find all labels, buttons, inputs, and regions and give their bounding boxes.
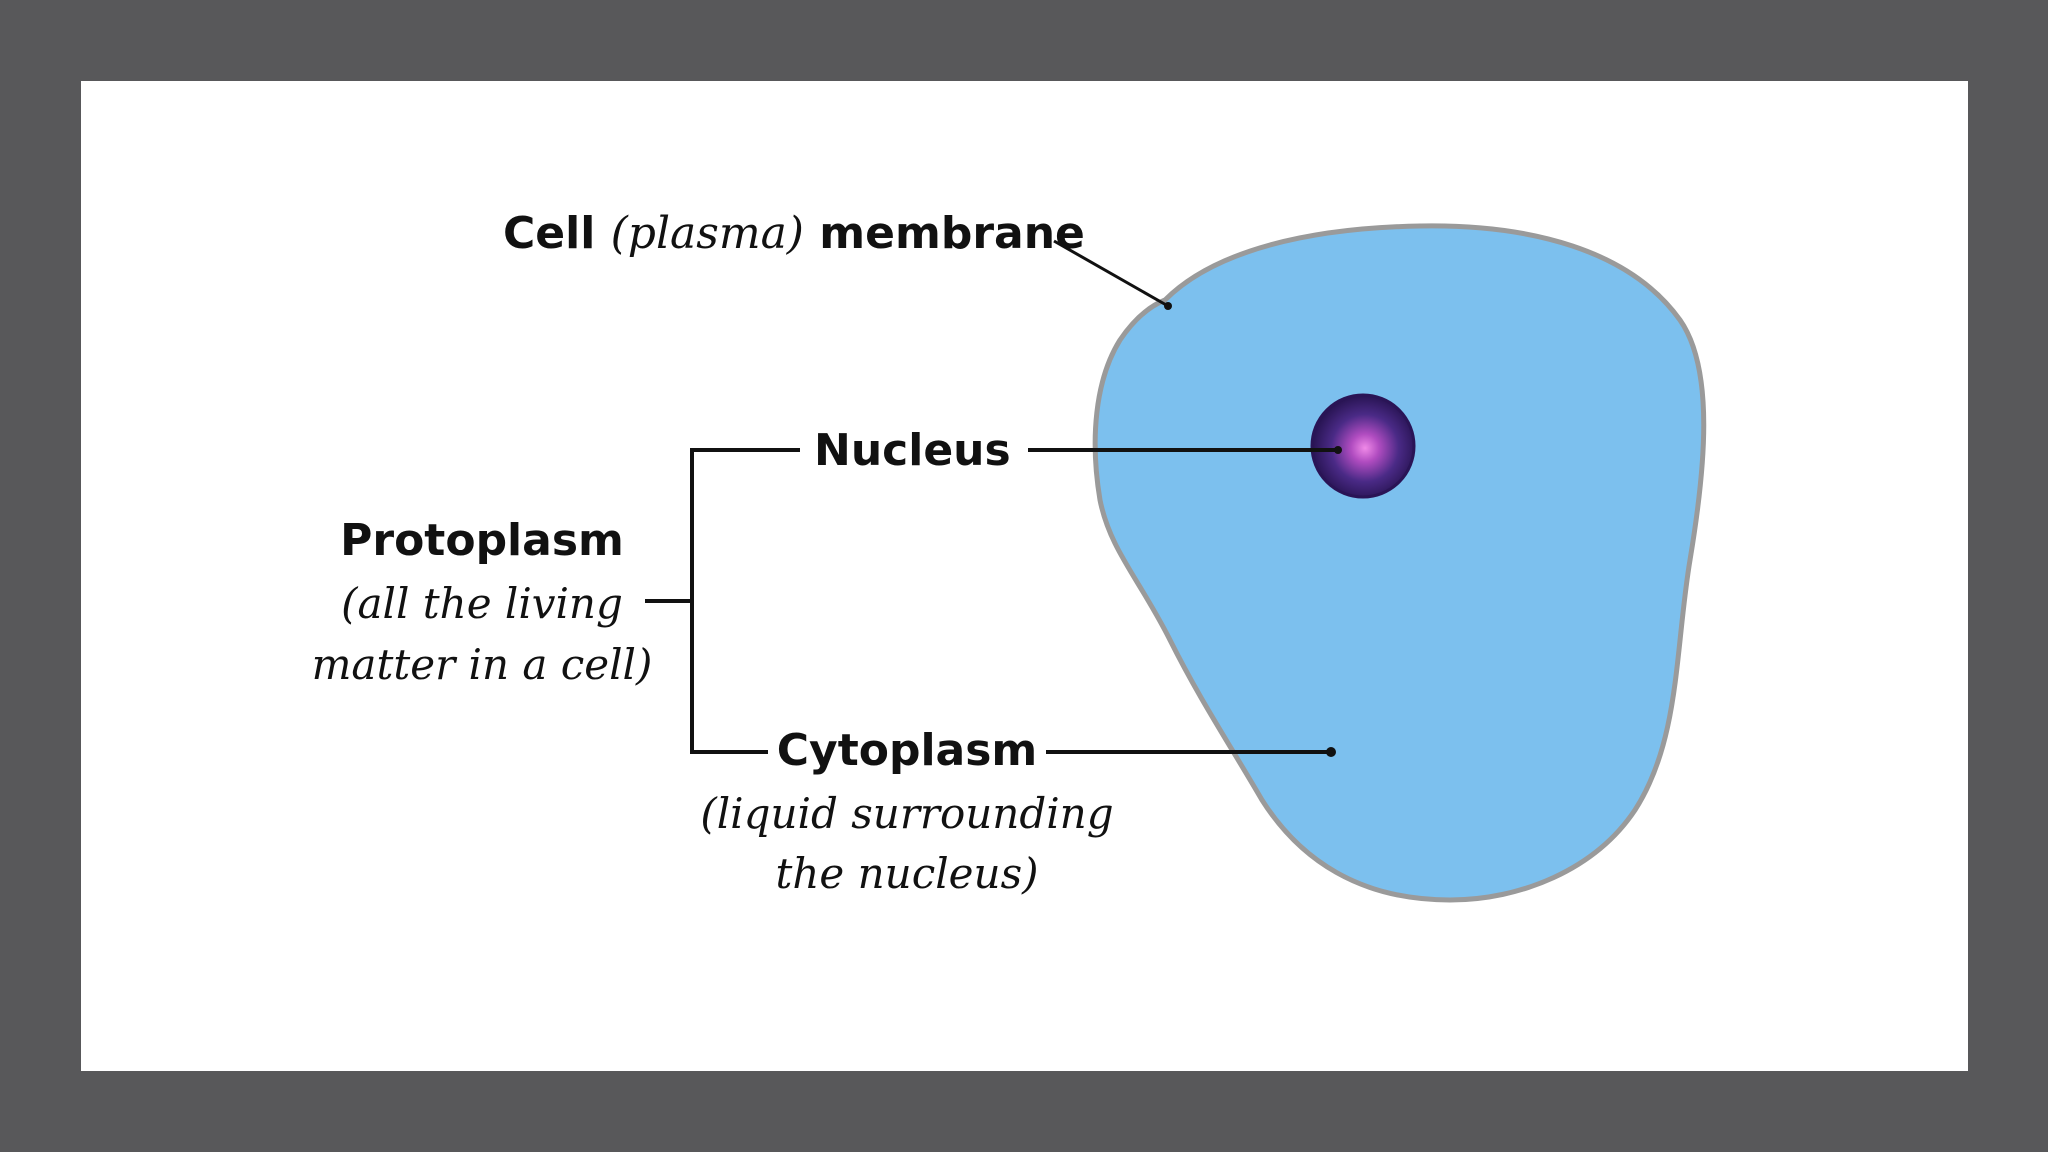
membrane-leader-line — [1053, 239, 1169, 308]
membrane-leader-dot — [1164, 302, 1172, 310]
cytoplasm-label-line1: (liquid surrounding — [700, 789, 1113, 838]
cytoplasm-label-line2: the nucleus) — [775, 849, 1038, 898]
protoplasm-label-line2: matter in a cell) — [312, 640, 653, 689]
nucleus-leader-dot — [1334, 446, 1342, 454]
membrane-label-cell: Cell — [503, 208, 611, 259]
protoplasm-label-title: Protoplasm — [340, 515, 624, 566]
nucleus-label: Nucleus — [814, 425, 1011, 476]
membrane-label-membrane: membrane — [804, 208, 1085, 259]
membrane-label: Cell (plasma) membrane — [503, 208, 1085, 259]
cytoplasm-leader-dot — [1326, 747, 1336, 757]
protoplasm-label-line1: (all the living — [341, 579, 623, 628]
protoplasm-bracket — [690, 448, 800, 754]
cell-cytoplasm-shape — [1092, 223, 1707, 903]
nucleus-shape — [1310, 393, 1416, 499]
membrane-label-plasma: (plasma) — [611, 208, 804, 259]
cytoplasm-label-title: Cytoplasm — [777, 725, 1038, 776]
